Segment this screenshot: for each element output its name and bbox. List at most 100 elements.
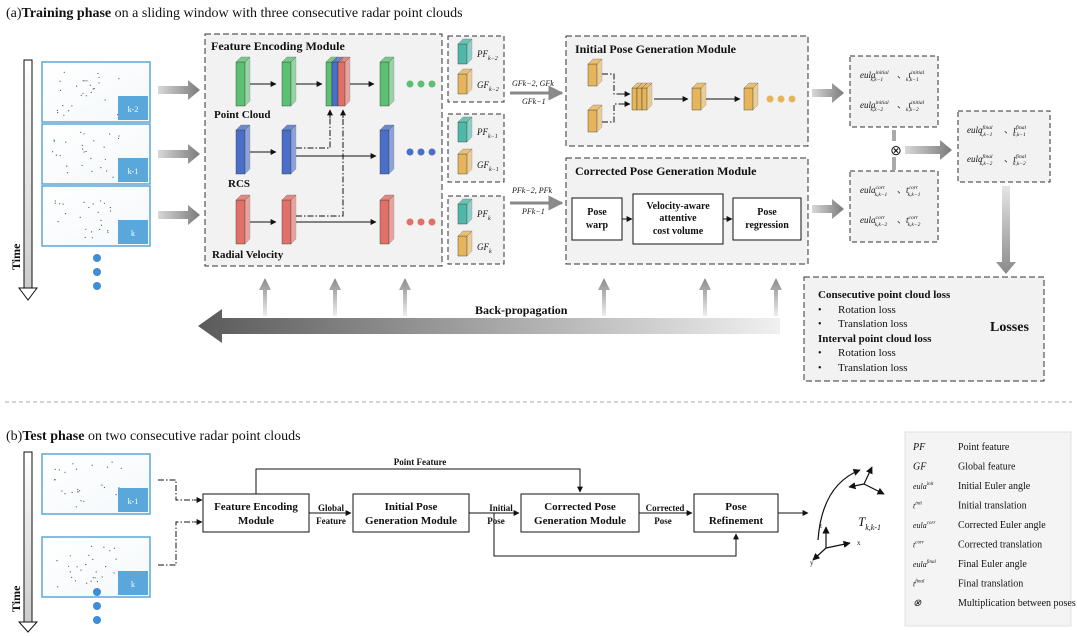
gf-sym: GF bbox=[477, 160, 489, 170]
ellipsis-dot bbox=[406, 148, 414, 156]
ellipsis-dot bbox=[417, 80, 425, 88]
layer-face bbox=[379, 129, 390, 175]
radar-point bbox=[111, 461, 113, 463]
corrected-output-box bbox=[849, 170, 939, 243]
radar-point bbox=[85, 95, 87, 97]
layer-face bbox=[457, 153, 468, 175]
radar-point bbox=[75, 506, 77, 508]
radar-point bbox=[109, 133, 111, 135]
gradient-arrow bbox=[699, 278, 711, 316]
gradient-arrow bbox=[329, 278, 341, 316]
bullet-1: • bbox=[818, 305, 822, 316]
radar-point bbox=[72, 463, 74, 465]
legend-sup: final bbox=[915, 580, 925, 585]
ipg-layer-1 bbox=[691, 82, 707, 111]
layer-face bbox=[457, 203, 468, 225]
radar-point bbox=[92, 577, 94, 579]
pose-warp-label-1: Pose bbox=[587, 207, 607, 218]
radar-frame: k-1 bbox=[41, 453, 151, 515]
radar-point bbox=[80, 94, 82, 96]
pose-separator: 、 bbox=[1004, 125, 1013, 135]
layer-face bbox=[281, 61, 292, 107]
bullet-4: • bbox=[818, 363, 822, 374]
layer-face bbox=[325, 61, 333, 107]
radar-point bbox=[90, 545, 93, 547]
legend-sup: corr bbox=[927, 521, 936, 526]
legend-text: Multiplication between poses bbox=[958, 598, 1076, 609]
back-propagation-label: Back-propagation bbox=[475, 303, 568, 317]
radar-point bbox=[88, 554, 90, 556]
ellipsis-dot bbox=[766, 95, 774, 103]
interval-rotation-loss: Rotation loss bbox=[838, 347, 896, 359]
gradient-arrow bbox=[399, 278, 411, 316]
radar-point bbox=[112, 176, 114, 178]
edge-label-global-2: Feature bbox=[316, 516, 346, 526]
radar-point bbox=[83, 500, 85, 502]
radar-point bbox=[54, 202, 56, 204]
part-b-heading: (b)Test phase on two consecutive radar p… bbox=[6, 429, 301, 444]
radar-point bbox=[55, 154, 58, 156]
pose-separator: 、 bbox=[897, 70, 906, 80]
radar-point bbox=[79, 216, 81, 218]
gf-sub: k−1 bbox=[489, 167, 499, 173]
radar-point bbox=[82, 92, 84, 94]
pose-sub: k,k−1 bbox=[870, 77, 883, 83]
radar-frame: k-2 bbox=[41, 61, 151, 123]
layer-side bbox=[244, 56, 251, 107]
gf-input-bottom bbox=[587, 104, 603, 133]
legend-sym: PF bbox=[912, 442, 926, 453]
pf-sub: k−2 bbox=[488, 56, 498, 62]
radar-point bbox=[100, 167, 102, 169]
pose-sup: corr bbox=[876, 185, 886, 191]
test-refinement-label-2: Refinement bbox=[709, 515, 764, 527]
pose-sym: eula bbox=[860, 185, 876, 195]
gf-layer bbox=[457, 230, 473, 257]
radar-point bbox=[80, 131, 82, 133]
radar-point bbox=[91, 231, 93, 233]
edge-label-corrected-1: Corrected bbox=[646, 503, 685, 513]
corrected-pose-blocks: Pose warp Velocity-aware attentive cost … bbox=[571, 193, 802, 245]
pose-sup: initial bbox=[876, 70, 890, 76]
layer-side bbox=[596, 58, 603, 87]
gf-sym: GF bbox=[477, 242, 489, 252]
pose-sub: k,k−1 bbox=[908, 192, 921, 198]
pose-sub: k,k−1 bbox=[1013, 132, 1026, 138]
transform-label: Tk,k-1 bbox=[858, 514, 881, 532]
radar-point bbox=[85, 150, 87, 153]
layer-face bbox=[235, 199, 246, 245]
legend-text: Initial translation bbox=[958, 501, 1027, 512]
frame-label: k bbox=[131, 229, 135, 238]
layer-face bbox=[281, 129, 292, 175]
legend-symbol: ⊗ bbox=[913, 598, 922, 609]
radar-point bbox=[99, 228, 101, 230]
radar-point bbox=[56, 109, 59, 111]
legend-text: Global feature bbox=[958, 462, 1016, 473]
skip-connection bbox=[296, 112, 331, 149]
axis-z-label: z bbox=[819, 522, 822, 530]
radar-point bbox=[52, 151, 54, 153]
radar-point bbox=[59, 203, 61, 205]
radar-point bbox=[76, 468, 78, 470]
cost-volume-label-2: attentive bbox=[659, 213, 697, 224]
radar-point bbox=[77, 488, 79, 491]
pose-sym: t bbox=[906, 215, 909, 225]
pose-sup: corr bbox=[909, 215, 919, 221]
radar-point bbox=[80, 569, 82, 571]
radar-point bbox=[101, 484, 103, 486]
concat-gf-3 bbox=[641, 82, 653, 111]
radar-point bbox=[106, 466, 109, 468]
radar-frames-a: k-2k-1k bbox=[41, 61, 151, 247]
radar-point bbox=[68, 565, 70, 567]
radar-point bbox=[106, 170, 108, 172]
test-refinement-block bbox=[693, 493, 779, 533]
layer-face bbox=[281, 199, 292, 245]
legend-symbol: tcorr bbox=[913, 541, 924, 550]
pf-pair-label-2: PFk−1 bbox=[521, 207, 545, 216]
pose-sup: final bbox=[983, 153, 994, 160]
cost-volume-label-3: cost volume bbox=[653, 226, 704, 237]
radar-point bbox=[86, 582, 88, 584]
radar-point bbox=[103, 146, 105, 148]
radar-point bbox=[62, 105, 64, 107]
layer-side bbox=[466, 38, 473, 65]
